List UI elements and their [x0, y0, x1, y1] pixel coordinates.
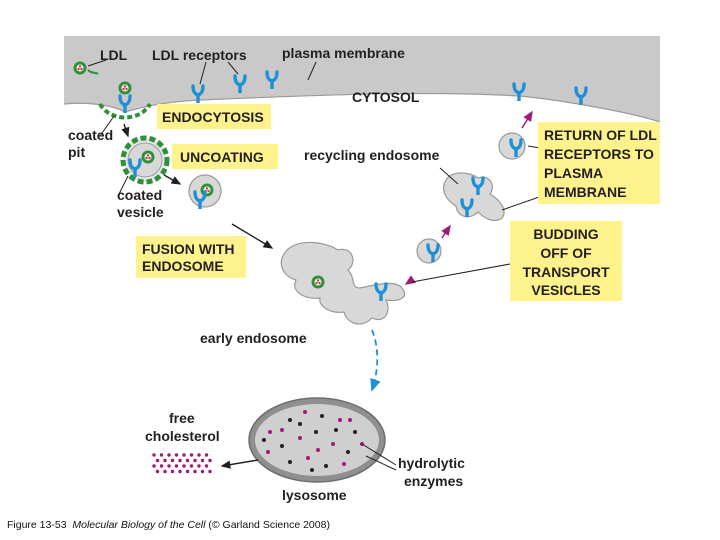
- label-free-cholesterol: free: [169, 410, 195, 426]
- label-early-endosome: early endosome: [200, 330, 307, 346]
- plasma-membrane: [64, 36, 660, 122]
- svg-text:MEMBRANE: MEMBRANE: [544, 184, 626, 200]
- svg-text:RETURN OF LDL: RETURN OF LDL: [544, 127, 657, 143]
- label-plasma-membrane: plasma membrane: [282, 45, 405, 61]
- label-coated-pit: coated: [68, 127, 113, 143]
- svg-text:PLASMA: PLASMA: [544, 165, 603, 181]
- coated-vesicle: [120, 135, 170, 185]
- label-coated-vesicle: coated: [117, 187, 162, 203]
- recycling-endosome: [443, 172, 505, 222]
- svg-text:RECEPTORS TO: RECEPTORS TO: [544, 146, 654, 162]
- endocytosis-box: ENDOCYTOSIS: [157, 104, 271, 129]
- lysosome: [248, 397, 386, 483]
- label-coated-pit-2: pit: [68, 144, 85, 160]
- figure-caption: Figure 13-53 Molecular Biology of the Ce…: [7, 519, 330, 531]
- label-ldl: LDL: [100, 47, 128, 63]
- uncoating-box: UNCOATING: [172, 144, 278, 169]
- svg-text:VESICLES: VESICLES: [531, 282, 600, 298]
- svg-text:BUDDING: BUDDING: [533, 226, 598, 242]
- label-hydrolytic-enzymes-2: enzymes: [404, 473, 463, 489]
- fusion-box: FUSION WITH ENDOSOME: [136, 236, 246, 278]
- svg-text:OFF OF: OFF OF: [540, 245, 592, 261]
- transport-vesicle: [416, 238, 442, 264]
- label-cytosol: CYTOSOL: [352, 89, 420, 105]
- label-coated-vesicle-2: vesicle: [117, 204, 164, 220]
- label-free-cholesterol-2: cholesterol: [145, 428, 220, 444]
- uncoated-vesicle: [188, 174, 222, 211]
- returning-vesicle: [498, 132, 526, 160]
- svg-text:UNCOATING: UNCOATING: [180, 149, 264, 165]
- return-box: RETURN OF LDL RECEPTORS TO PLASMA MEMBRA…: [538, 122, 660, 204]
- svg-text:ENDOCYTOSIS: ENDOCYTOSIS: [162, 109, 264, 125]
- svg-text:FUSION WITH: FUSION WITH: [142, 241, 235, 257]
- early-endosome: [280, 241, 406, 325]
- label-lysosome: lysosome: [282, 487, 347, 503]
- budding-box: BUDDING OFF OF TRANSPORT VESICLES: [510, 221, 622, 301]
- label-hydrolytic-enzymes: hydrolytic: [398, 455, 465, 471]
- svg-text:TRANSPORT: TRANSPORT: [522, 264, 610, 280]
- label-ldl-receptors: LDL receptors: [152, 47, 247, 63]
- svg-text:ENDOSOME: ENDOSOME: [142, 258, 224, 274]
- ldl-particle: [73, 61, 87, 75]
- free-cholesterol-dots: [152, 453, 212, 474]
- label-recycling-endosome: recycling endosome: [304, 147, 440, 163]
